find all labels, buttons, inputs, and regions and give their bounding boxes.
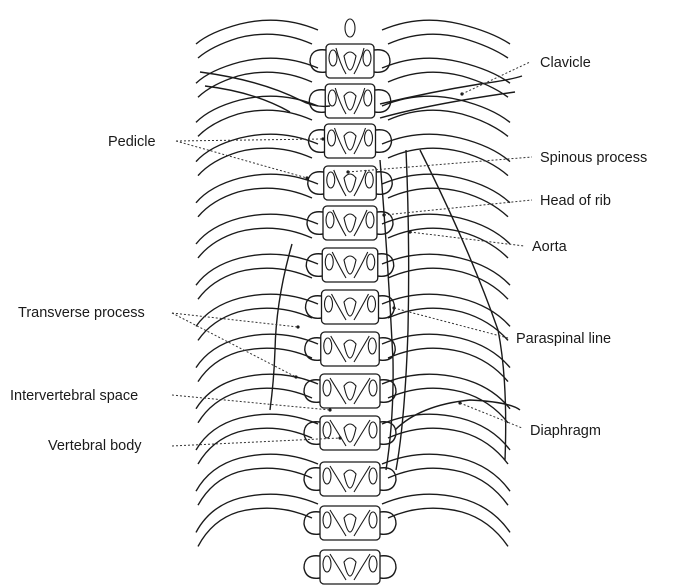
rib-left-lower-edge	[198, 110, 312, 136]
rib-right-upper-edge	[382, 20, 510, 44]
rib-left-lower-edge	[198, 34, 312, 58]
rib-right-lower-edge	[388, 110, 508, 136]
vertebral-body	[322, 290, 379, 324]
transverse-process-left	[304, 512, 320, 535]
rib-left-lower-edge	[198, 228, 312, 258]
transverse-process-left	[306, 296, 322, 319]
rib-right-upper-edge	[382, 96, 510, 122]
transverse-process-left	[305, 338, 321, 361]
rib-left-lower-edge	[198, 508, 312, 546]
leader-pedicle-2	[176, 141, 307, 178]
vertebral-body	[325, 124, 376, 158]
vertebral-body	[320, 416, 380, 450]
transverse-process-left	[306, 254, 322, 277]
rib-left-upper-edge	[196, 20, 318, 44]
transverse-process-right	[374, 50, 390, 73]
transverse-process-left	[304, 422, 320, 445]
transverse-process-right	[379, 296, 395, 319]
rib-left-upper-edge	[196, 334, 318, 367]
rib-right-lower-edge	[388, 508, 508, 546]
leader-transverse-2	[172, 313, 296, 377]
rib-right-lower-edge	[388, 228, 508, 258]
label-spinous-process: Spinous process	[540, 150, 647, 166]
clavicle-right-lower	[380, 92, 515, 118]
rib-right-lower-edge	[388, 34, 508, 58]
label-pedicle: Pedicle	[108, 134, 156, 150]
vertebral-body	[323, 206, 377, 240]
leader-pedicle-1	[176, 139, 322, 141]
rib-left-upper-edge	[196, 134, 318, 161]
vertebral-body	[320, 550, 380, 584]
transverse-process-left	[310, 50, 326, 73]
label-diaphragm: Diaphragm	[530, 423, 601, 439]
label-transverse-process: Transverse process	[18, 305, 145, 321]
transverse-process-left	[304, 468, 320, 491]
transverse-process-left	[304, 556, 320, 579]
rib-left-lower-edge	[198, 72, 312, 97]
rib-left-lower-edge	[198, 468, 312, 505]
marker-dot	[294, 375, 297, 378]
rib-right-lower-edge	[388, 428, 508, 464]
transverse-process-right	[380, 556, 396, 579]
transverse-process-right	[380, 512, 396, 535]
transverse-process-right	[380, 468, 396, 491]
rib-right-lower-edge	[388, 388, 508, 423]
vertebral-body	[322, 248, 378, 282]
vertebral-column	[294, 19, 463, 584]
vertebral-body	[320, 462, 380, 496]
rib-right-upper-edge	[382, 334, 510, 367]
label-intervertebral-space: Intervertebral space	[10, 388, 138, 404]
rib-left-upper-edge	[196, 58, 318, 83]
rib-right-lower-edge	[388, 268, 508, 299]
vertebral-body	[324, 166, 377, 200]
vertebral-body	[320, 506, 380, 540]
vertebral-body	[326, 44, 374, 78]
label-aorta: Aorta	[532, 239, 568, 255]
leader-transverse-1	[172, 313, 298, 327]
label-head-of-rib: Head of rib	[540, 193, 611, 209]
leader-paraspinal	[394, 308, 508, 338]
rib-right-upper-edge	[382, 58, 510, 83]
rib-left-upper-edge	[196, 294, 318, 326]
rib-left-upper-edge	[196, 254, 318, 285]
transverse-process-left	[309, 90, 325, 113]
transverse-process-right	[380, 422, 396, 445]
transverse-process-right	[378, 254, 394, 277]
transverse-process-right	[375, 90, 391, 113]
rib-left-lower-edge	[198, 188, 312, 217]
vertebral-body	[320, 374, 380, 408]
rib-right-upper-edge	[382, 254, 510, 285]
rib-left-lower-edge	[198, 388, 312, 423]
label-clavicle: Clavicle	[540, 55, 591, 71]
rib-right-upper-edge	[382, 134, 510, 161]
vertebral-body	[321, 332, 380, 366]
label-paraspinal-line: Paraspinal line	[516, 331, 611, 347]
clavicle-left	[200, 72, 330, 106]
rib-right-lower-edge	[388, 188, 508, 217]
vertebral-body	[325, 84, 375, 118]
label-vertebral-body: Vertebral body	[48, 438, 142, 454]
top-spinous-process	[345, 19, 355, 37]
rib-left-lower-edge	[198, 428, 312, 464]
rib-right-lower-edge	[388, 72, 508, 97]
rib-right-lower-edge	[388, 468, 508, 505]
